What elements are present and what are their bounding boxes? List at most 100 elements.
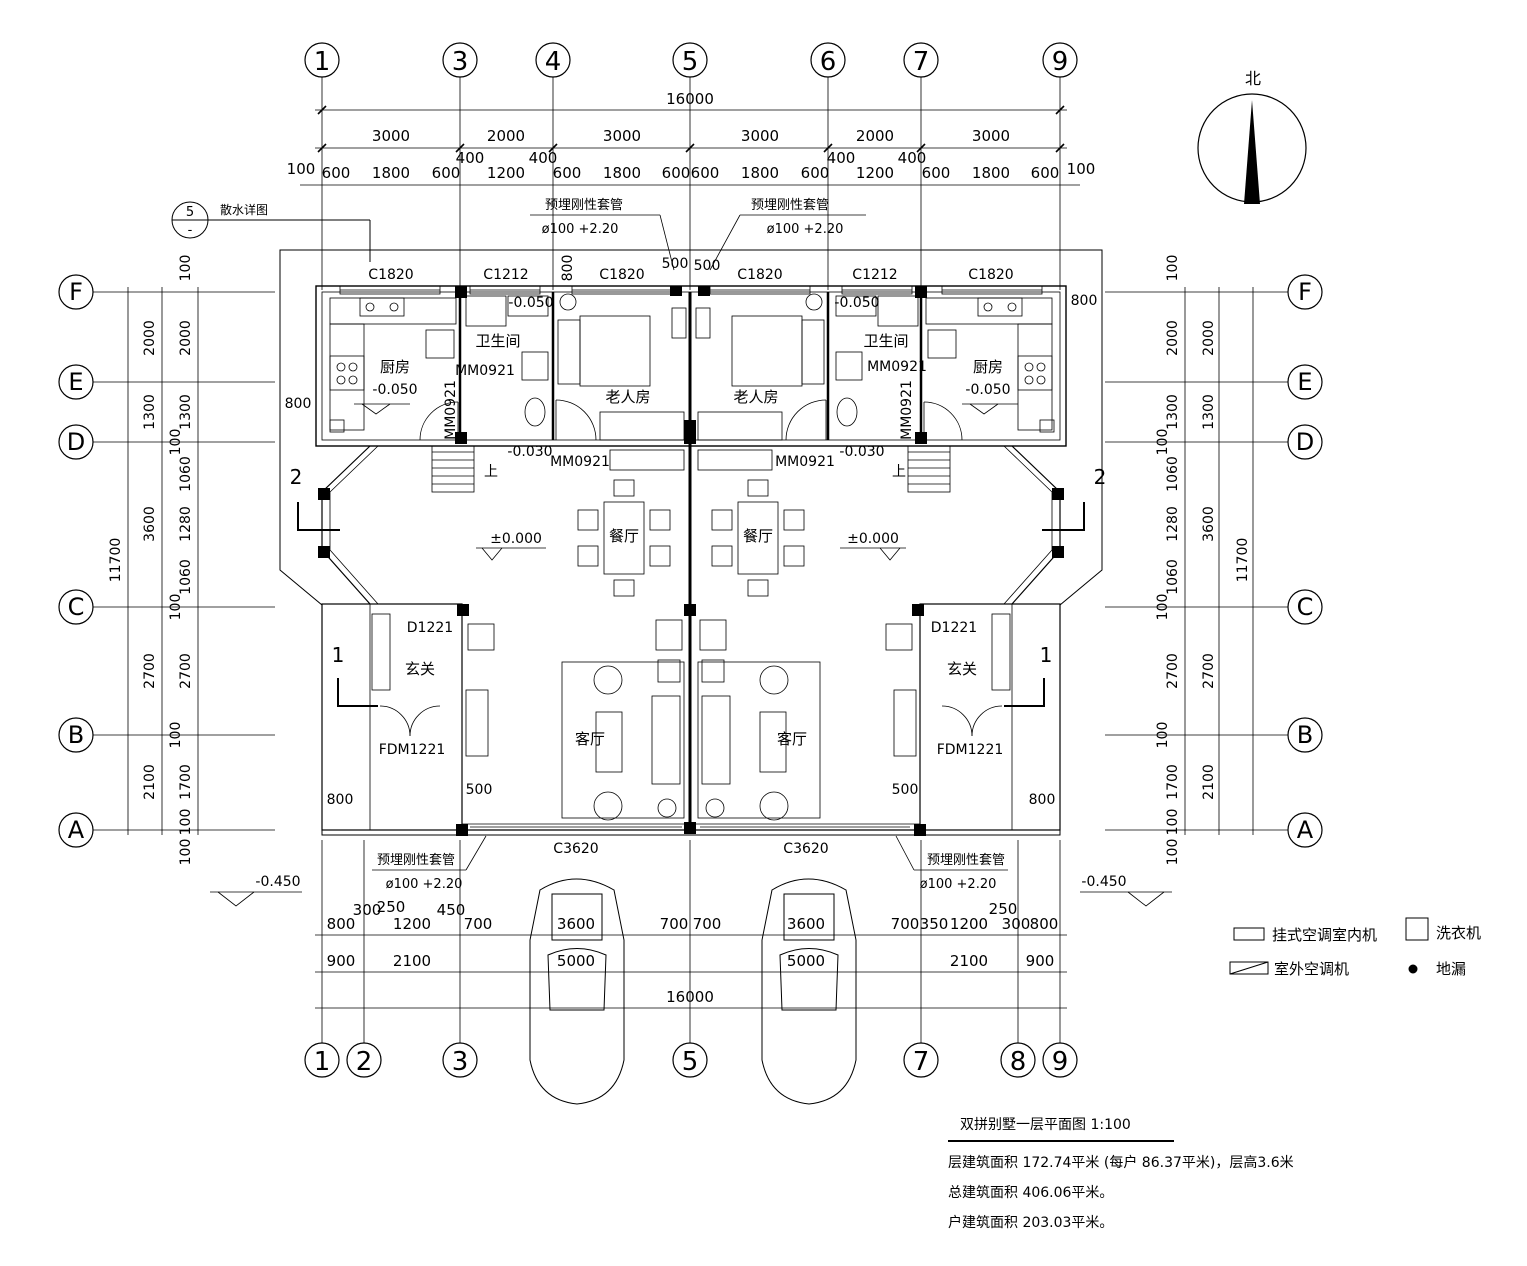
dim-bot-2-e: 2100	[950, 952, 988, 970]
dim-800-bot-right: 800	[1029, 792, 1056, 808]
dim-800-left: 800	[285, 396, 312, 412]
elev-bath-left: -0.050	[508, 295, 553, 311]
dim-left-total: 11700	[108, 538, 124, 583]
area-total: 总建筑面积 406.06平米。	[948, 1185, 1114, 1201]
dim-left-inner-6: 1280	[178, 506, 194, 542]
dimension-lines-side	[127, 287, 1254, 835]
legend-symbols	[1229, 917, 1429, 975]
legend-washer: 洗衣机	[1436, 924, 1482, 942]
dim-800-right: 800	[1071, 293, 1098, 309]
axis-bottom-2: 2	[356, 1047, 373, 1077]
dim-left-inner-9: 2700	[178, 653, 194, 689]
dim-bot-1-04: 1200	[393, 915, 431, 933]
dim-800-top-mid: 800	[560, 255, 576, 282]
dim-right-inner-6: 1280	[1165, 506, 1181, 542]
legend-ac-outdoor: 室外空调机	[1274, 960, 1350, 978]
dim-right-inner-1: 100	[1165, 255, 1181, 282]
dim-left-inner-3: 1300	[178, 394, 194, 430]
dim-left-outer-5: 2100	[142, 764, 158, 800]
dim-top-3-11: 600	[691, 164, 720, 182]
axis-top-1: 1	[314, 47, 331, 77]
dim-left-inner-10: 100	[168, 722, 184, 749]
area-floor: 层建筑面积 172.74平米 (每户 86.37平米)，层高3.6米	[948, 1155, 1294, 1171]
room-kitchen-right: 厨房	[973, 358, 1003, 376]
door-FDM1221-right: FDM1221	[937, 742, 1004, 758]
axis-top-7: 7	[913, 47, 930, 77]
dim-top-2-d: 3000	[741, 127, 779, 145]
dim-top-total: 16000	[666, 90, 714, 108]
room-elder-left: 老人房	[605, 388, 650, 406]
dim-top-2-f: 3000	[972, 127, 1010, 145]
dim-left-inner-4: 100	[168, 429, 184, 456]
dim-top-3-10: 600	[662, 164, 691, 182]
dim-800-bot-left: 800	[327, 792, 354, 808]
dim-top-3-03: 1800	[372, 164, 410, 182]
dim-left-outer-3: 3600	[142, 506, 158, 542]
dim-right-inner-3: 1300	[1165, 394, 1181, 430]
dim-left-inner-13: 100	[178, 839, 194, 866]
dim-right-total: 11700	[1235, 538, 1251, 583]
dim-right-inner-9: 2700	[1165, 653, 1181, 689]
room-foyer-right: 玄关	[947, 660, 977, 678]
axis-top-9: 9	[1052, 47, 1069, 77]
room-bathroom-left: 卫生间	[475, 332, 520, 350]
dim-right-inner-2: 2000	[1165, 320, 1181, 356]
dim-bot-2-f: 900	[1026, 952, 1055, 970]
axis-left-B: B	[68, 721, 84, 749]
dim-right-inner-13: 100	[1165, 839, 1181, 866]
sleeve-leaders	[372, 214, 1008, 871]
dim-top-3-16: 400	[898, 149, 927, 167]
axis-lines	[93, 77, 1288, 1043]
axis-left-C: C	[68, 593, 85, 621]
title-block: 双拼别墅一层平面图 1:100 层建筑面积 172.74平米 (每户 86.37…	[948, 1114, 1508, 1232]
area-household: 户建筑面积 203.03平米。	[948, 1215, 1114, 1231]
elev-kitchen-left: -0.050	[372, 382, 417, 398]
dim-500-top-right: 500	[694, 258, 721, 274]
dim-right-inner-4: 100	[1155, 429, 1171, 456]
section-2-right: 2	[1094, 465, 1107, 489]
room-living-right: 客厅	[777, 730, 807, 748]
axis-right-D: D	[1296, 428, 1314, 456]
axis-bottom-5: 5	[682, 1047, 699, 1077]
room-elder-right: 老人房	[733, 388, 778, 406]
dim-bot-1-14: 250	[989, 900, 1018, 918]
dimension-lines-bottom	[315, 934, 1067, 1009]
stair-up-right: 上	[892, 464, 906, 480]
window-C1820-right: C1820	[968, 267, 1013, 283]
dim-bot-1-12: 350	[920, 915, 949, 933]
dim-bot-1-05: 450	[437, 901, 466, 919]
detail-ref-sub: -	[188, 223, 193, 238]
dim-top-3-06: 1200	[487, 164, 525, 182]
elev-step-left: -0.030	[507, 444, 552, 460]
dim-right-outer-1: 2000	[1201, 320, 1217, 356]
door-FDM1221-left: FDM1221	[379, 742, 446, 758]
dim-bot-2-d: 5000	[787, 952, 825, 970]
elder-room-furniture	[557, 307, 825, 471]
dim-left-inner-1: 100	[178, 255, 194, 282]
dim-right-outer-4: 2700	[1201, 653, 1217, 689]
dim-left-inner-11: 1700	[178, 764, 194, 800]
sleeve-bot-left-size: ø100 +2.20	[386, 877, 463, 892]
dim-top-3-09: 1800	[603, 164, 641, 182]
dim-left-outer-2: 1300	[142, 394, 158, 430]
section-2-left: 2	[290, 465, 303, 489]
drawing-title: 双拼别墅一层平面图 1:100	[948, 1114, 1174, 1142]
dim-top-3-15: 1200	[856, 164, 894, 182]
legend-drain: 地漏	[1436, 960, 1467, 978]
living-furniture	[371, 613, 1011, 821]
dim-500-bot-left: 500	[466, 782, 493, 798]
axis-bottom-8: 8	[1010, 1047, 1027, 1077]
dim-top-2-e: 2000	[856, 127, 894, 145]
dim-500-top-left: 500	[662, 256, 689, 272]
dim-right-inner-7: 1060	[1165, 559, 1181, 595]
door-MM0921-bath-left: MM0921	[455, 363, 515, 379]
dim-bot-2-c: 5000	[557, 952, 595, 970]
axis-right-C: C	[1297, 593, 1314, 621]
dim-top-2-b: 2000	[487, 127, 525, 145]
detail-ref-number: 5	[186, 205, 194, 220]
axis-top-4: 4	[545, 47, 562, 77]
structural-columns	[318, 286, 1064, 836]
axis-left-E: E	[68, 368, 83, 396]
section-marks	[297, 502, 1085, 707]
elev-step-right: -0.030	[839, 444, 884, 460]
